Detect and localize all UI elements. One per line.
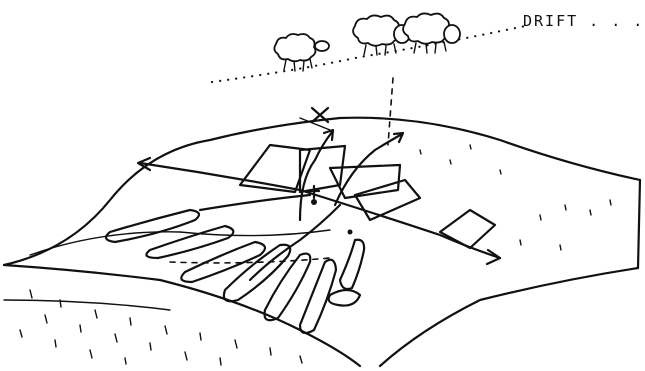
settlement-plots <box>240 145 495 248</box>
sheep-icon <box>274 34 329 71</box>
plot-far-east <box>440 210 495 248</box>
grass-texture <box>20 145 611 365</box>
drift-label: DRIFT . . . <box>523 12 644 30</box>
sheep-icon <box>403 13 460 53</box>
terrain-block <box>4 118 640 366</box>
route-north-1 <box>300 132 332 220</box>
routes <box>138 130 500 280</box>
route-south <box>250 205 340 280</box>
drift-link-line <box>388 78 393 145</box>
minor-road <box>200 195 310 210</box>
strip-fields <box>106 210 364 333</box>
plot-east <box>355 180 420 220</box>
sheep-icon <box>353 15 410 55</box>
